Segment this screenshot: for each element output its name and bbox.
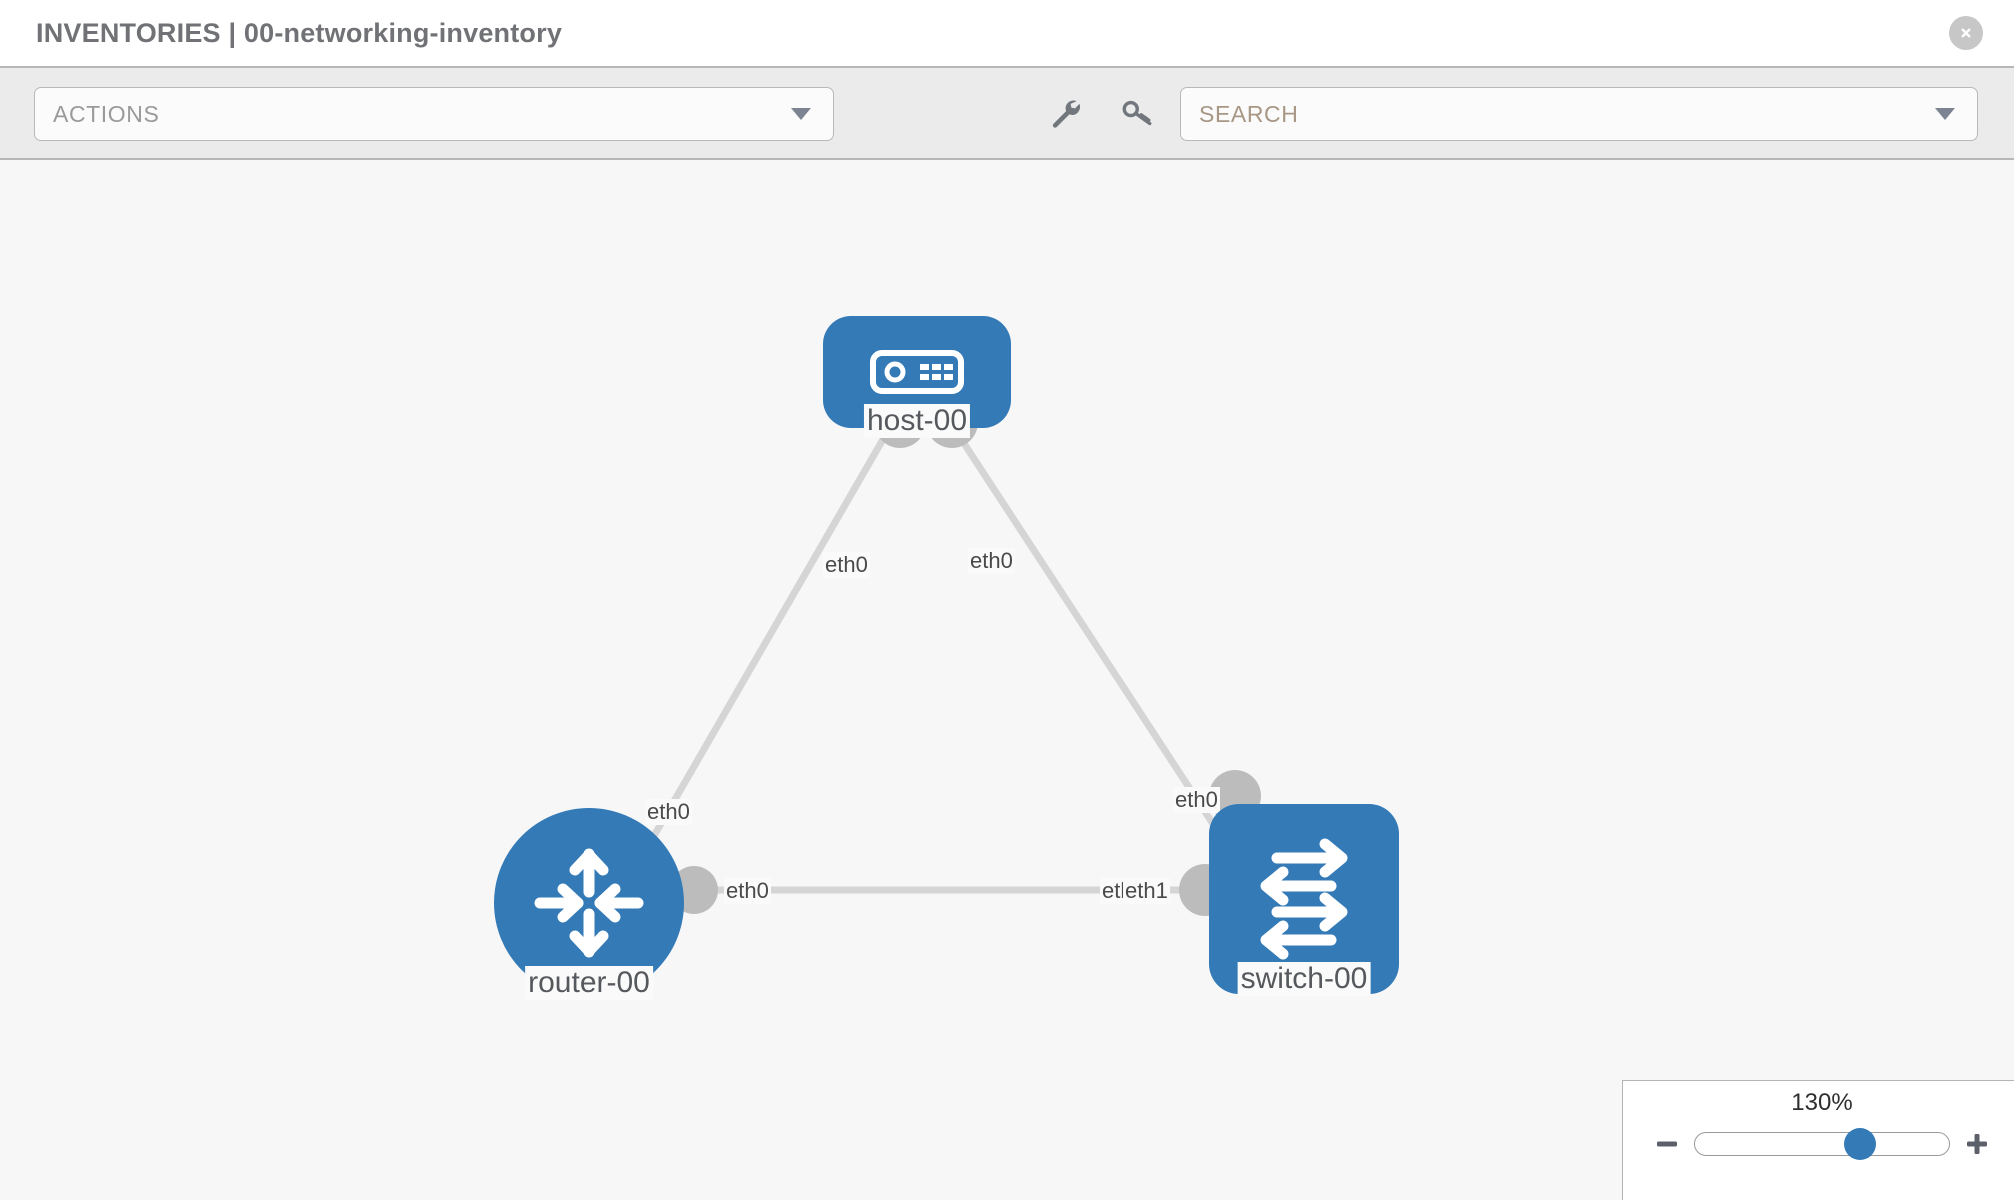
topology-canvas[interactable]: eth0 eth0 eth0 eth0 eth0 eth1 eth1	[0, 160, 2014, 1200]
node-label-switch-00: switch-00	[1237, 962, 1371, 996]
chevron-down-icon[interactable]	[1935, 108, 1955, 120]
iface-label-router-up: eth0	[645, 799, 692, 825]
node-label-router-00: router-00	[525, 966, 653, 1000]
iface-label-host-left: eth0	[823, 552, 870, 578]
zoom-slider[interactable]	[1694, 1128, 1950, 1160]
zoom-level-label: 130%	[1791, 1089, 1853, 1116]
node-label-host-00: host-00	[863, 404, 971, 438]
link-host-switch	[947, 420, 1233, 852]
page-title: INVENTORIES | 00-networking-inventory	[36, 17, 563, 48]
iface-label-switch-left-b: eth1	[1123, 878, 1170, 904]
wrench-icon[interactable]	[1043, 91, 1087, 135]
actions-dropdown[interactable]: ACTIONS	[34, 87, 834, 141]
zoom-slider-row	[1623, 1127, 2014, 1161]
actions-dropdown-label: ACTIONS	[53, 100, 160, 127]
page-header: INVENTORIES | 00-networking-inventory	[0, 0, 2014, 68]
iface-label-switch-up: eth0	[1173, 787, 1220, 813]
chevron-down-icon	[791, 108, 811, 120]
zoom-in-button[interactable]	[1960, 1127, 1994, 1161]
node-router-00[interactable]: router-00	[494, 808, 684, 1000]
node-host-00[interactable]: host-00	[823, 316, 1011, 438]
iface-label-host-right: eth0	[968, 548, 1015, 574]
close-icon[interactable]	[1949, 16, 1983, 50]
toolbar: ACTIONS	[0, 68, 2014, 160]
node-switch-00[interactable]: switch-00	[1209, 804, 1399, 996]
zoom-slider-thumb[interactable]	[1844, 1128, 1877, 1160]
zoom-out-button[interactable]	[1650, 1127, 1684, 1161]
link-layer	[636, 420, 1233, 894]
zoom-control-panel: 130%	[1622, 1080, 2014, 1200]
search-field-wrapper[interactable]	[1180, 87, 1978, 141]
search-input[interactable]	[1199, 100, 1899, 128]
iface-label-router-right: eth0	[724, 878, 771, 904]
link-host-router	[636, 420, 897, 862]
key-icon[interactable]	[1115, 91, 1159, 135]
